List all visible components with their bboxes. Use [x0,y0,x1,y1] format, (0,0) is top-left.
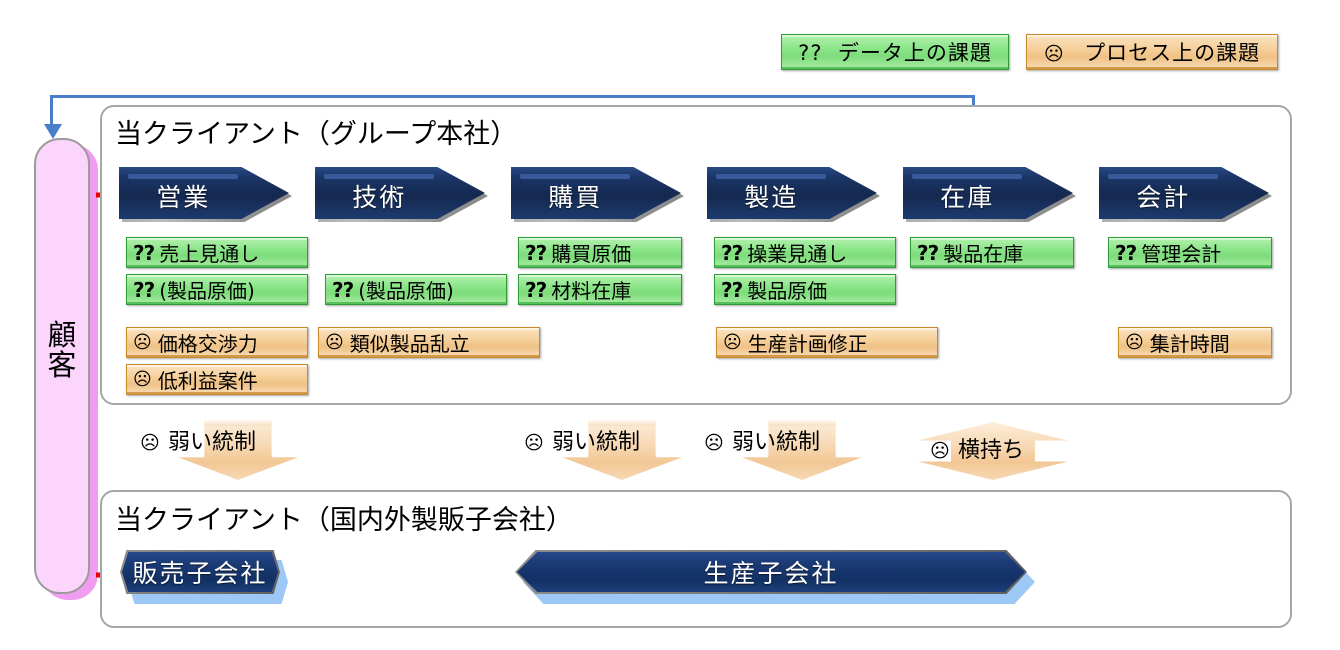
sad-face-icon: ☹ [704,432,724,454]
chevron-highlight [1108,174,1218,179]
function-label: 在庫 [940,183,995,212]
data-issue-tag[interactable]: ?? 購買原価 [518,237,682,268]
process-issue-label: 集計時間 [1149,332,1230,356]
data-issue-label: 製品在庫 [943,242,1024,266]
process-issue-tag[interactable]: ☹ 集計時間 [1118,327,1272,358]
sad-face-icon: ☹ [1043,43,1065,65]
sad-face-icon: ☹ [524,432,544,454]
question-marker: ?? [525,277,547,302]
data-issue-tag[interactable]: ?? 材料在庫 [518,274,682,305]
chevron-highlight [324,174,434,179]
customer-capsule[interactable]: 顧 客 [34,138,90,594]
data-issue-tag[interactable]: ?? 製品在庫 [910,237,1074,268]
entity-production-subsidiary[interactable]: 生産子会社 [515,550,1035,604]
sad-face-icon: ☹ [133,332,152,353]
data-issue-label: 購買原価 [551,242,632,266]
data-issue-tag[interactable]: ?? 売上見通し [126,237,308,268]
sad-face-icon: ☹ [723,332,742,353]
arrow-highlight [768,420,836,426]
question-marker: ?? [917,240,939,265]
question-marker: ?? [525,240,547,265]
data-issue-tag[interactable]: ?? 管理会計 [1108,237,1272,268]
legend-data-issue: ?? データ上の課題 [781,34,1009,70]
legend-data-issue-label: ?? データ上の課題 [798,41,992,65]
chevron-highlight [128,174,238,179]
data-issue-label: 売上見通し [159,242,260,266]
flow-arrow-weak-control-2[interactable] [562,420,682,480]
question-marker: ?? [721,277,743,302]
customer-label: 顧 客 [47,318,77,383]
data-issue-tag[interactable]: ?? 製品原価 [714,274,896,305]
data-issue-tag[interactable]: ?? (製品原価) [126,274,308,305]
function-chevron-purchasing[interactable]: 購買 [511,167,684,222]
function-label: 技術 [352,183,407,212]
process-issue-tag[interactable]: ☹ 類似製品乱立 [318,327,540,358]
function-chevron-sales[interactable]: 営業 [119,167,292,222]
flow-arrow-cross-shipment[interactable] [918,422,1068,480]
data-issue-label: 管理会計 [1141,242,1222,266]
arrow-highlight [588,420,656,426]
chevron-highlight [912,174,1022,179]
data-issue-label: 製品原価 [747,279,828,303]
data-issue-tag[interactable]: ?? 操業見通し [714,237,896,268]
data-issue-label: 材料在庫 [551,279,632,303]
legend-process-issue: ☹ プロセス上の課題 [1026,34,1278,70]
question-marker: ?? [721,240,743,265]
function-label: 購買 [548,183,603,212]
function-chevron-manufacturing[interactable]: 製造 [707,167,880,222]
flow-arrow-label: 横持ち [958,438,1025,463]
arrow-highlight [204,420,272,426]
data-issue-label: (製品原価) [358,279,454,303]
question-marker: ?? [133,240,155,265]
process-issue-label: 価格交渉力 [157,332,258,356]
question-marker: ?? [133,277,155,302]
connector-vertical-left [50,95,53,125]
hex-body [517,552,1025,592]
function-label: 製造 [744,183,799,212]
flow-arrow-label: 弱い統制 [732,430,821,455]
legend-process-issue-label: ☹ プロセス上の課題 [1043,41,1261,65]
process-issue-tag[interactable]: ☹ 低利益案件 [126,364,308,395]
sad-face-icon: ☹ [325,332,344,353]
flow-arrow-weak-control-3[interactable] [742,420,862,480]
chevron-highlight [716,174,826,179]
flow-arrow-label: 弱い統制 [552,430,641,455]
data-issue-label: 操業見通し [747,242,848,266]
process-issue-label: 低利益案件 [157,369,258,393]
data-issue-label: (製品原価) [159,279,255,303]
subsidiaries-title: 当クライアント（国内外製販子会社） [115,505,573,536]
sad-face-icon: ☹ [133,369,152,390]
question-marker: ?? [1115,240,1137,265]
connector-arrowhead-down [44,124,62,139]
process-issue-label: 類似製品乱立 [349,332,470,356]
entity-label: 販売子会社 [132,559,268,588]
legend-data-issue-marker: ?? [798,41,823,65]
entity-label: 生産子会社 [703,559,839,588]
process-issue-label: 生産計画修正 [747,332,868,356]
sad-face-icon: ☹ [1125,332,1144,353]
function-chevron-accounting[interactable]: 会計 [1099,167,1272,222]
flow-arrow-weak-control-1[interactable] [178,420,298,480]
chevron-highlight [520,174,630,179]
data-issue-tag[interactable]: ?? (製品原価) [325,274,507,305]
connector-horizontal-top [50,95,975,98]
hex-body [122,552,278,592]
function-chevron-inventory[interactable]: 在庫 [903,167,1076,222]
question-marker: ?? [332,277,354,302]
function-label: 営業 [156,183,211,212]
entity-sales-subsidiary[interactable]: 販売子会社 [120,550,288,604]
function-chevron-engineering[interactable]: 技術 [315,167,488,222]
flow-arrow-label: 弱い統制 [168,430,257,455]
function-label: 会計 [1136,183,1191,212]
sad-face-icon: ☹ [140,432,160,454]
sad-face-icon: ☹ [930,440,950,462]
process-issue-tag[interactable]: ☹ 価格交渉力 [126,327,308,358]
process-issue-tag[interactable]: ☹ 生産計画修正 [716,327,938,358]
headquarters-title: 当クライアント（グループ本社） [115,119,518,150]
